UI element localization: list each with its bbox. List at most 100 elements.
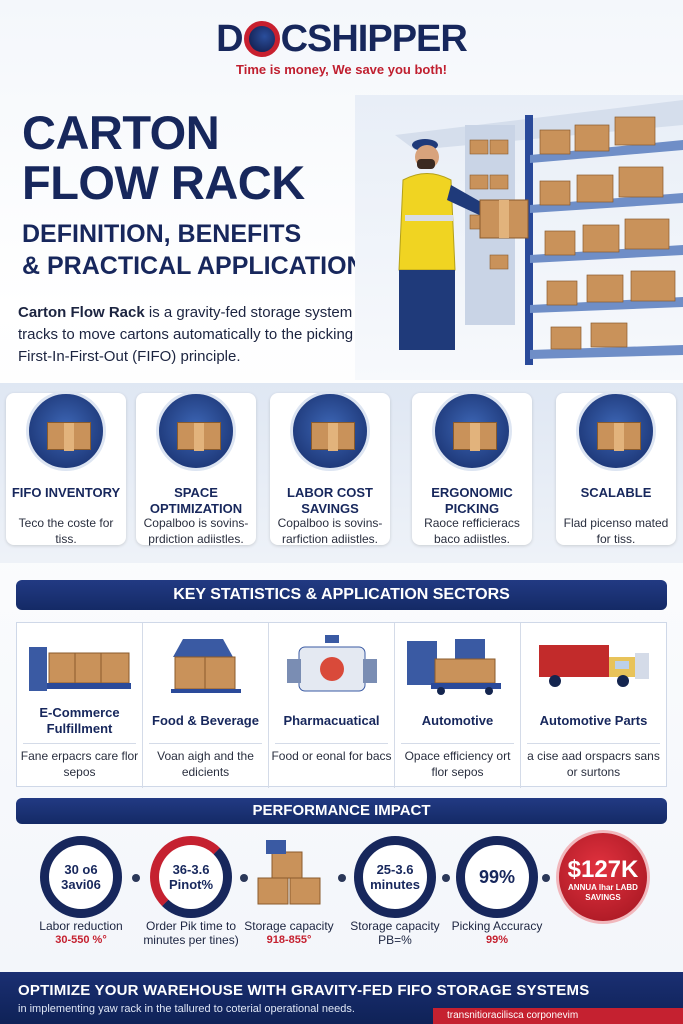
hero-subtitle-line1: DEFINITION, BENEFITS <box>22 220 302 248</box>
feature-title: FIFO INVENTORY <box>11 485 121 500</box>
sector-name: Automotive Parts <box>539 713 648 728</box>
carton-icon <box>47 422 91 451</box>
sector-name: Food & Beverage <box>152 713 259 728</box>
feature-text: Flad picenso mated for tiss. <box>563 516 669 546</box>
sectors-banner: KEY STATISTICS & APPLICATION SECTORS <box>16 580 667 610</box>
logo[interactable]: D CSHIPPER <box>0 18 683 61</box>
hero-subtitle: DEFINITION, BENEFITS & PRACTICAL APPLICA… <box>22 218 381 282</box>
gauge-line1: 30 o6 <box>64 862 98 877</box>
separator-dot <box>240 874 248 882</box>
gauge-line1: 99% <box>478 866 516 887</box>
sector-desc: Voan aigh and the edicients <box>157 749 254 779</box>
carton-icon <box>311 422 355 451</box>
rack-carton-icon <box>576 391 656 471</box>
feature-card-space[interactable]: SPACE OPTIMIZATION Copalboo is sovins-pr… <box>136 391 256 546</box>
scanner-carton-icon <box>432 391 512 471</box>
metric-value: 918-855° <box>266 934 312 946</box>
hero-title-line2: FLOW RACK <box>22 156 305 209</box>
feature-text: Teco the coste for tiss. <box>18 516 114 546</box>
sector-food-beverage[interactable]: Food & Beverage Voan aigh and the edicie… <box>143 623 269 788</box>
performance-banner: PERFORMANCE IMPACT <box>16 798 667 824</box>
gauge-line1: 36-3.6 <box>172 862 210 877</box>
feature-title: ERGONOMIC PICKING <box>431 485 513 516</box>
logo-text-cshipper: CSHIPPER <box>280 18 468 60</box>
carton-stack-icon <box>156 391 236 471</box>
gauge-accuracy: 99% <box>456 836 538 918</box>
sector-desc: Opace efficiency ort flor sepos <box>404 749 511 779</box>
sector-divider <box>149 743 262 744</box>
tagline: Time is money, We save you both! <box>236 62 447 77</box>
savings-caption: ANNUA lhar LABD SAVINGS <box>568 883 638 902</box>
carton-stack-icon <box>290 391 370 471</box>
separator-dot <box>542 874 550 882</box>
feature-title: LABOR COST SAVINGS <box>287 485 373 516</box>
feature-cards: FIFO INVENTORY Teco the coste for tiss. … <box>0 383 683 563</box>
feature-title: SPACE OPTIMIZATION <box>149 485 243 516</box>
separator-dot <box>132 874 140 882</box>
sector-name: Automotive <box>421 713 494 728</box>
carton-icon <box>597 422 641 451</box>
metric-label: Picking Accuracy <box>451 919 543 933</box>
sector-divider <box>23 743 136 744</box>
cart-cartons-icon <box>171 639 241 693</box>
pharma-machine-icon <box>287 635 377 692</box>
sector-desc: Fane erpacrs care flor sepos <box>20 749 139 779</box>
annual-savings-badge: $127K ANNUA lhar LABD SAVINGS <box>556 830 650 924</box>
separator-dot <box>442 874 450 882</box>
feature-title: SCALABLE <box>580 485 652 500</box>
carton-stack-icon <box>257 840 321 905</box>
sector-name: E-Commerce Fulfillment <box>39 705 120 736</box>
metric-label: Storage capacity PB=% <box>350 919 440 947</box>
carton-icon <box>177 422 221 451</box>
carton-icon <box>453 422 497 451</box>
carton-stack-icon <box>26 391 106 471</box>
metric-label: Storage capacity <box>244 919 334 933</box>
footer-banner: OPTIMIZE YOUR WAREHOUSE WITH GRAVITY-FED… <box>0 972 683 1024</box>
sector-automotive-parts[interactable]: Automotive Parts a cise aad orspacrs san… <box>521 623 666 788</box>
globe-icon <box>243 21 280 57</box>
sector-desc: a cise aad orspacrs sans or surtons <box>527 749 660 779</box>
hero-title: CARTON FLOW RACK <box>22 108 305 208</box>
feature-card-scalable[interactable]: SCALABLE Flad picenso mated for tiss. <box>556 391 676 546</box>
metric-label: Order Pik time to minutes per tines) <box>143 919 239 947</box>
footer-tag[interactable]: transnitioracilisca corponevim <box>433 1008 683 1024</box>
hero-description-bold: Carton Flow Rack <box>18 304 145 321</box>
hero-title-line1: CARTON <box>22 106 220 159</box>
sector-ecommerce[interactable]: E-Commerce Fulfillment Fane erpacrs care… <box>17 623 143 788</box>
metric-value: 99% <box>485 934 509 946</box>
logo-text-d: D <box>216 18 243 60</box>
gauge-line2: minutes <box>370 877 420 892</box>
worker <box>398 139 529 350</box>
footer-subline: in implementing yaw rack in the tallured… <box>18 1003 355 1015</box>
feature-text: Copalboo is sovins-rarfiction adiistles. <box>277 516 383 546</box>
feature-text: Copalboo is sovins-prdiction adiistles. <box>143 516 249 546</box>
forklift-rack-icon <box>407 639 501 695</box>
savings-amount: $127K <box>567 856 639 883</box>
sector-desc: Food or eonal for bacs <box>271 749 392 763</box>
hero-subtitle-line2: & PRACTICAL APPLICATIONS <box>22 252 382 280</box>
sector-pharma[interactable]: Pharmacuatical Food or eonal for bacs <box>269 623 395 788</box>
metric-value: 30-550 %° <box>55 934 107 946</box>
feature-card-fifo[interactable]: FIFO INVENTORY Teco the coste for tiss. <box>6 391 126 546</box>
feature-card-ergonomic[interactable]: ERGONOMIC PICKING Raoce refficieracs bac… <box>412 391 532 546</box>
warehouse-worker-illustration <box>355 95 683 380</box>
feature-card-labor[interactable]: LABOR COST SAVINGS Copalboo is sovins-ra… <box>270 391 390 546</box>
feature-text: Raoce refficieracs baco adiistles. <box>424 516 520 546</box>
gauge-line1: 25-3.6 <box>376 862 414 877</box>
sector-divider <box>401 743 514 744</box>
sector-divider <box>275 743 388 744</box>
metric-label: Labor reduction <box>39 919 123 933</box>
sector-name: Pharmacuatical <box>283 713 380 728</box>
application-sectors: E-Commerce Fulfillment Fane erpacrs care… <box>16 622 667 788</box>
sector-automotive[interactable]: Automotive Opace efficiency ort flor sep… <box>395 623 521 788</box>
gauge-line2: Pinot% <box>168 877 214 892</box>
footer-headline: OPTIMIZE YOUR WAREHOUSE WITH GRAVITY-FED… <box>18 982 590 999</box>
separator-dot <box>338 874 346 882</box>
truck-icon <box>539 645 649 687</box>
sector-divider <box>527 743 660 744</box>
